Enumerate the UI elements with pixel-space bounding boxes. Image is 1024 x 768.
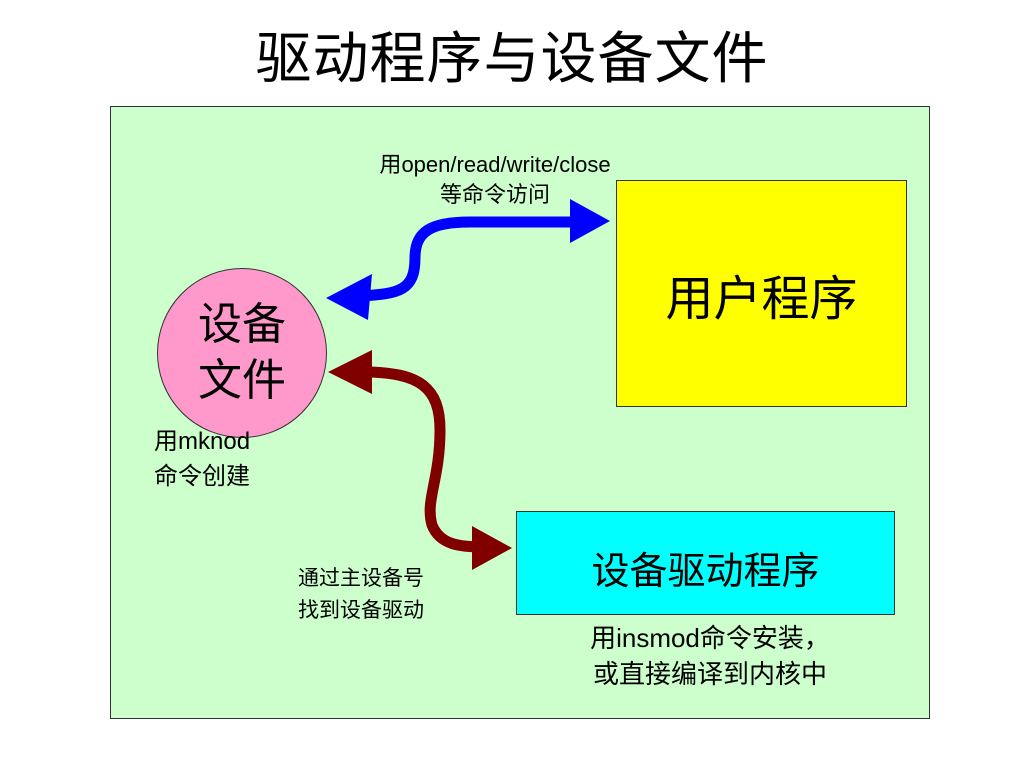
open-access-caption-line2: 等命令访问 bbox=[439, 183, 550, 208]
insmod-suffix: 命令安装， bbox=[699, 624, 830, 654]
device-file-label-line1: 设备 bbox=[198, 299, 286, 350]
device-file-label-line2: 文件 bbox=[198, 355, 286, 406]
mknod-caption-line2: 命令创建 bbox=[154, 462, 250, 490]
open-access-caption: 用open/read/write/close 等命令访问 bbox=[340, 150, 650, 211]
insmod-caption: 用insmod命令安装， 或直接编译到内核中 bbox=[540, 620, 880, 693]
mknod-prefix: 用 bbox=[154, 427, 178, 455]
mknod-caption: 用mknod 命令创建 bbox=[154, 424, 250, 493]
user-program-label: 用户程序 bbox=[665, 270, 858, 327]
open-access-prefix: 用 bbox=[379, 153, 402, 178]
major-number-caption: 通过主设备号 找到设备驱动 bbox=[298, 562, 424, 626]
major-number-caption-line2: 找到设备驱动 bbox=[298, 598, 424, 622]
open-access-commands: open/read/write/close bbox=[401, 152, 611, 177]
insmod-caption-line1: 用insmod命令安装， bbox=[540, 620, 880, 657]
mknod-command: mknod bbox=[178, 428, 251, 455]
open-access-caption-line1: 用open/read/write/close bbox=[340, 150, 650, 181]
device-driver-node: 设备驱动程序 bbox=[516, 511, 895, 615]
user-program-node: 用户程序 bbox=[616, 180, 907, 407]
mknod-caption-line1: 用mknod bbox=[154, 424, 250, 459]
device-driver-label: 设备驱动程序 bbox=[591, 549, 820, 593]
device-file-node: 设备 文件 bbox=[157, 268, 327, 438]
slide-title: 驱动程序与设备文件 bbox=[255, 27, 769, 92]
major-number-caption-line1: 通过主设备号 bbox=[298, 566, 424, 590]
insmod-caption-line2: 或直接编译到内核中 bbox=[592, 660, 827, 690]
insmod-prefix: 用 bbox=[590, 624, 617, 654]
insmod-command: insmod bbox=[616, 623, 700, 653]
